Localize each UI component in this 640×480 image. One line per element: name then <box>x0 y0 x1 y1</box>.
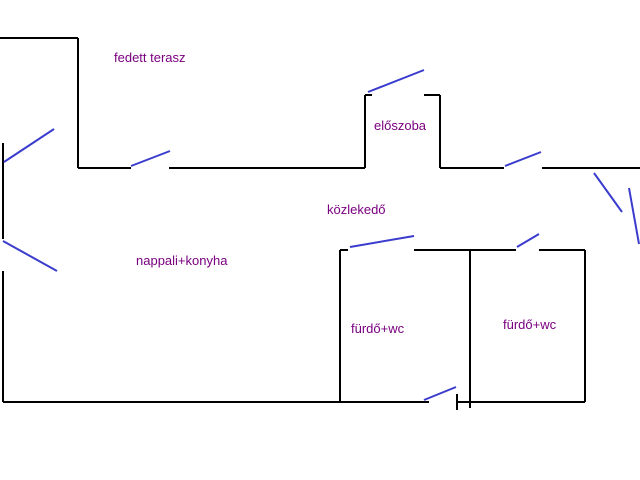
door-swing-line <box>130 150 171 167</box>
room-label-furdo-wc-2: fürdő+wc <box>503 317 557 332</box>
room-label-furdo-wc-1: fürdő+wc <box>351 321 405 336</box>
door-swing-line <box>367 69 425 93</box>
door-swing-line <box>628 187 640 245</box>
door-swing-line <box>516 233 540 248</box>
door-swing-line <box>504 151 542 167</box>
room-label-kozlekedo: közlekedő <box>327 202 386 217</box>
room-label-nappali-konyha: nappali+konyha <box>136 253 228 268</box>
door-swing-line <box>3 128 55 163</box>
room-label-eloszoba: előszoba <box>374 118 427 133</box>
door-swing-line <box>2 240 58 272</box>
room-label-fedett-terasz: fedett terasz <box>114 50 186 65</box>
door-swing-line <box>593 172 623 213</box>
door-swing-line <box>423 386 457 401</box>
door-swing-line <box>349 235 415 248</box>
